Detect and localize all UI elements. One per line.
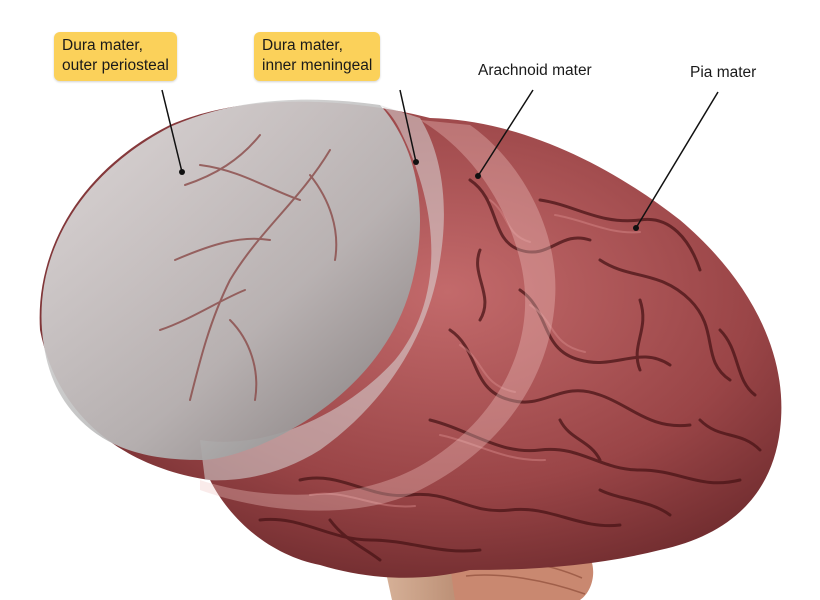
label-dura-inner-line2: inner meningeal xyxy=(262,57,373,74)
gyri xyxy=(258,178,762,562)
label-dura-outer-line1: Dura mater, xyxy=(62,37,143,54)
leader-pia xyxy=(635,91,719,229)
label-dura-outer: Dura mater, outer periosteal xyxy=(54,32,177,81)
dura-inner-layer xyxy=(200,105,444,481)
leader-arachnoid xyxy=(477,89,534,177)
label-arachnoid: Arachnoid mater xyxy=(478,62,592,79)
label-dura-inner: Dura mater, inner meningeal xyxy=(254,32,381,81)
label-dura-inner-line1: Dura mater, xyxy=(262,37,343,54)
leader-dura-inner xyxy=(399,89,417,163)
leader-dots xyxy=(179,159,639,231)
label-pia: Pia mater xyxy=(690,64,757,81)
dura-vessels xyxy=(159,134,338,401)
gyri-highlights xyxy=(309,199,641,508)
leader-dura-outer xyxy=(161,89,183,173)
leader-lines xyxy=(161,89,719,229)
label-dura-outer-line2: outer periosteal xyxy=(62,57,169,74)
